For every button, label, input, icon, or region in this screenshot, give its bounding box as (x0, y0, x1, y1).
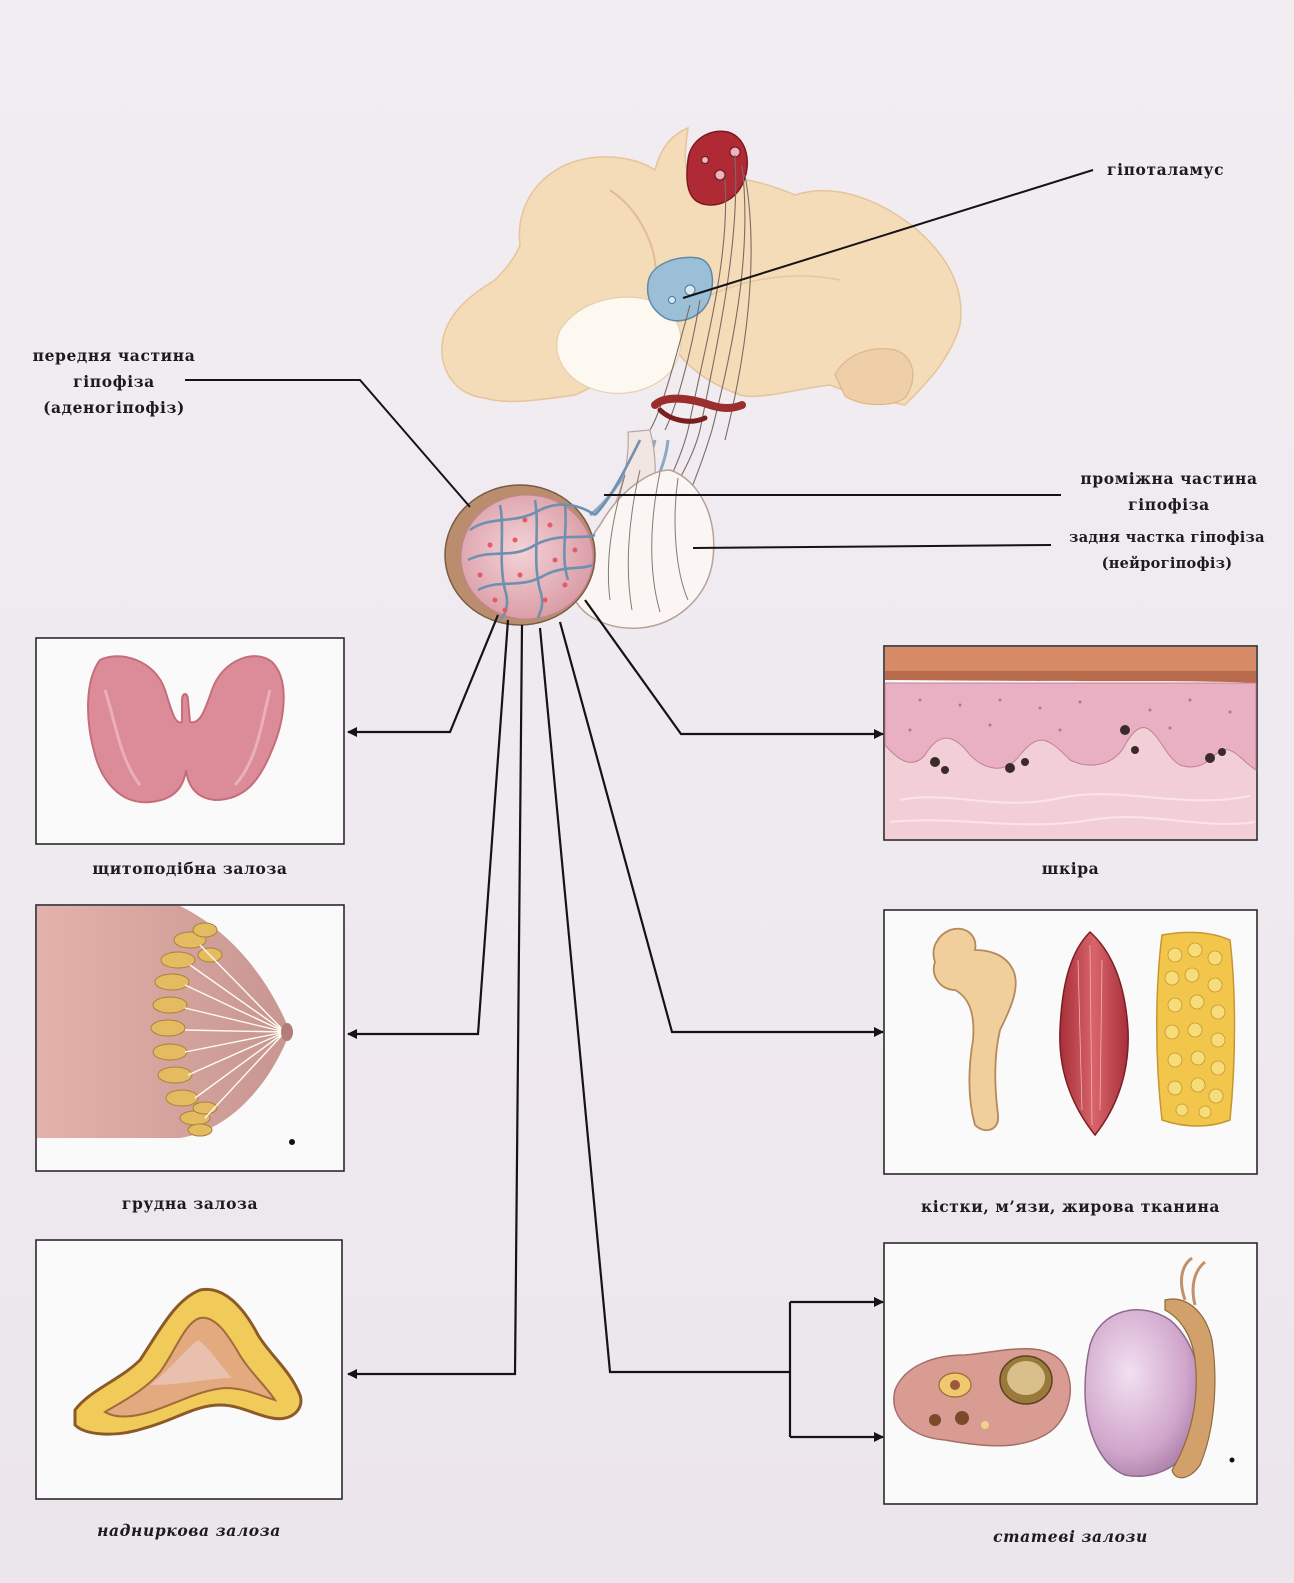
adrenal-panel (36, 1240, 342, 1499)
skin-panel (884, 646, 1257, 840)
arrow-tissues (560, 622, 883, 1032)
posterior-lobe-label-line2: (нейрогіпофіз) (1048, 551, 1286, 577)
anterior-lobe-label: передня частина гіпофіза (аденогіпофіз) (16, 343, 212, 421)
anterior-lobe-label-line1: передня частина (16, 343, 212, 369)
intermediate-lobe-label-line2: гіпофіза (1060, 492, 1278, 518)
hypothalamus-label: гіпоталамус (1107, 157, 1224, 183)
thyroid-panel (36, 638, 344, 844)
skin-caption: шкіра (884, 856, 1257, 882)
gonads-caption: статеві залози (884, 1524, 1257, 1550)
anterior-lobe-label-line2: гіпофіза (16, 369, 212, 395)
tissues-caption: кістки, м’язи, жирова тканина (884, 1194, 1257, 1220)
posterior-lobe-label: задня частка гіпофіза (нейрогіпофіз) (1048, 525, 1286, 577)
posterior-lobe-label-line1: задня частка гіпофіза (1048, 525, 1286, 551)
arrow-adrenal (348, 625, 522, 1374)
intermediate-lobe-label: проміжна частина гіпофіза (1060, 466, 1278, 518)
tissues-panel (884, 910, 1257, 1174)
mammary-caption: грудна залоза (36, 1191, 344, 1217)
hormone-lines (348, 600, 883, 1437)
anterior-lobe-label-line3: (аденогіпофіз) (16, 395, 212, 421)
arrow-thyroid (348, 615, 498, 732)
arrow-mammary (348, 620, 508, 1034)
posterior-leader (693, 545, 1051, 548)
adrenal-caption: надниркова залоза (36, 1518, 342, 1544)
intermediate-lobe-label-line1: проміжна частина (1060, 466, 1278, 492)
gonads-panel (884, 1243, 1257, 1504)
arrow-gonads-trunk (540, 628, 790, 1372)
anterior-lobe-leader (185, 380, 470, 507)
mammary-panel (36, 905, 344, 1171)
thyroid-caption: щитоподібна залоза (36, 856, 344, 882)
